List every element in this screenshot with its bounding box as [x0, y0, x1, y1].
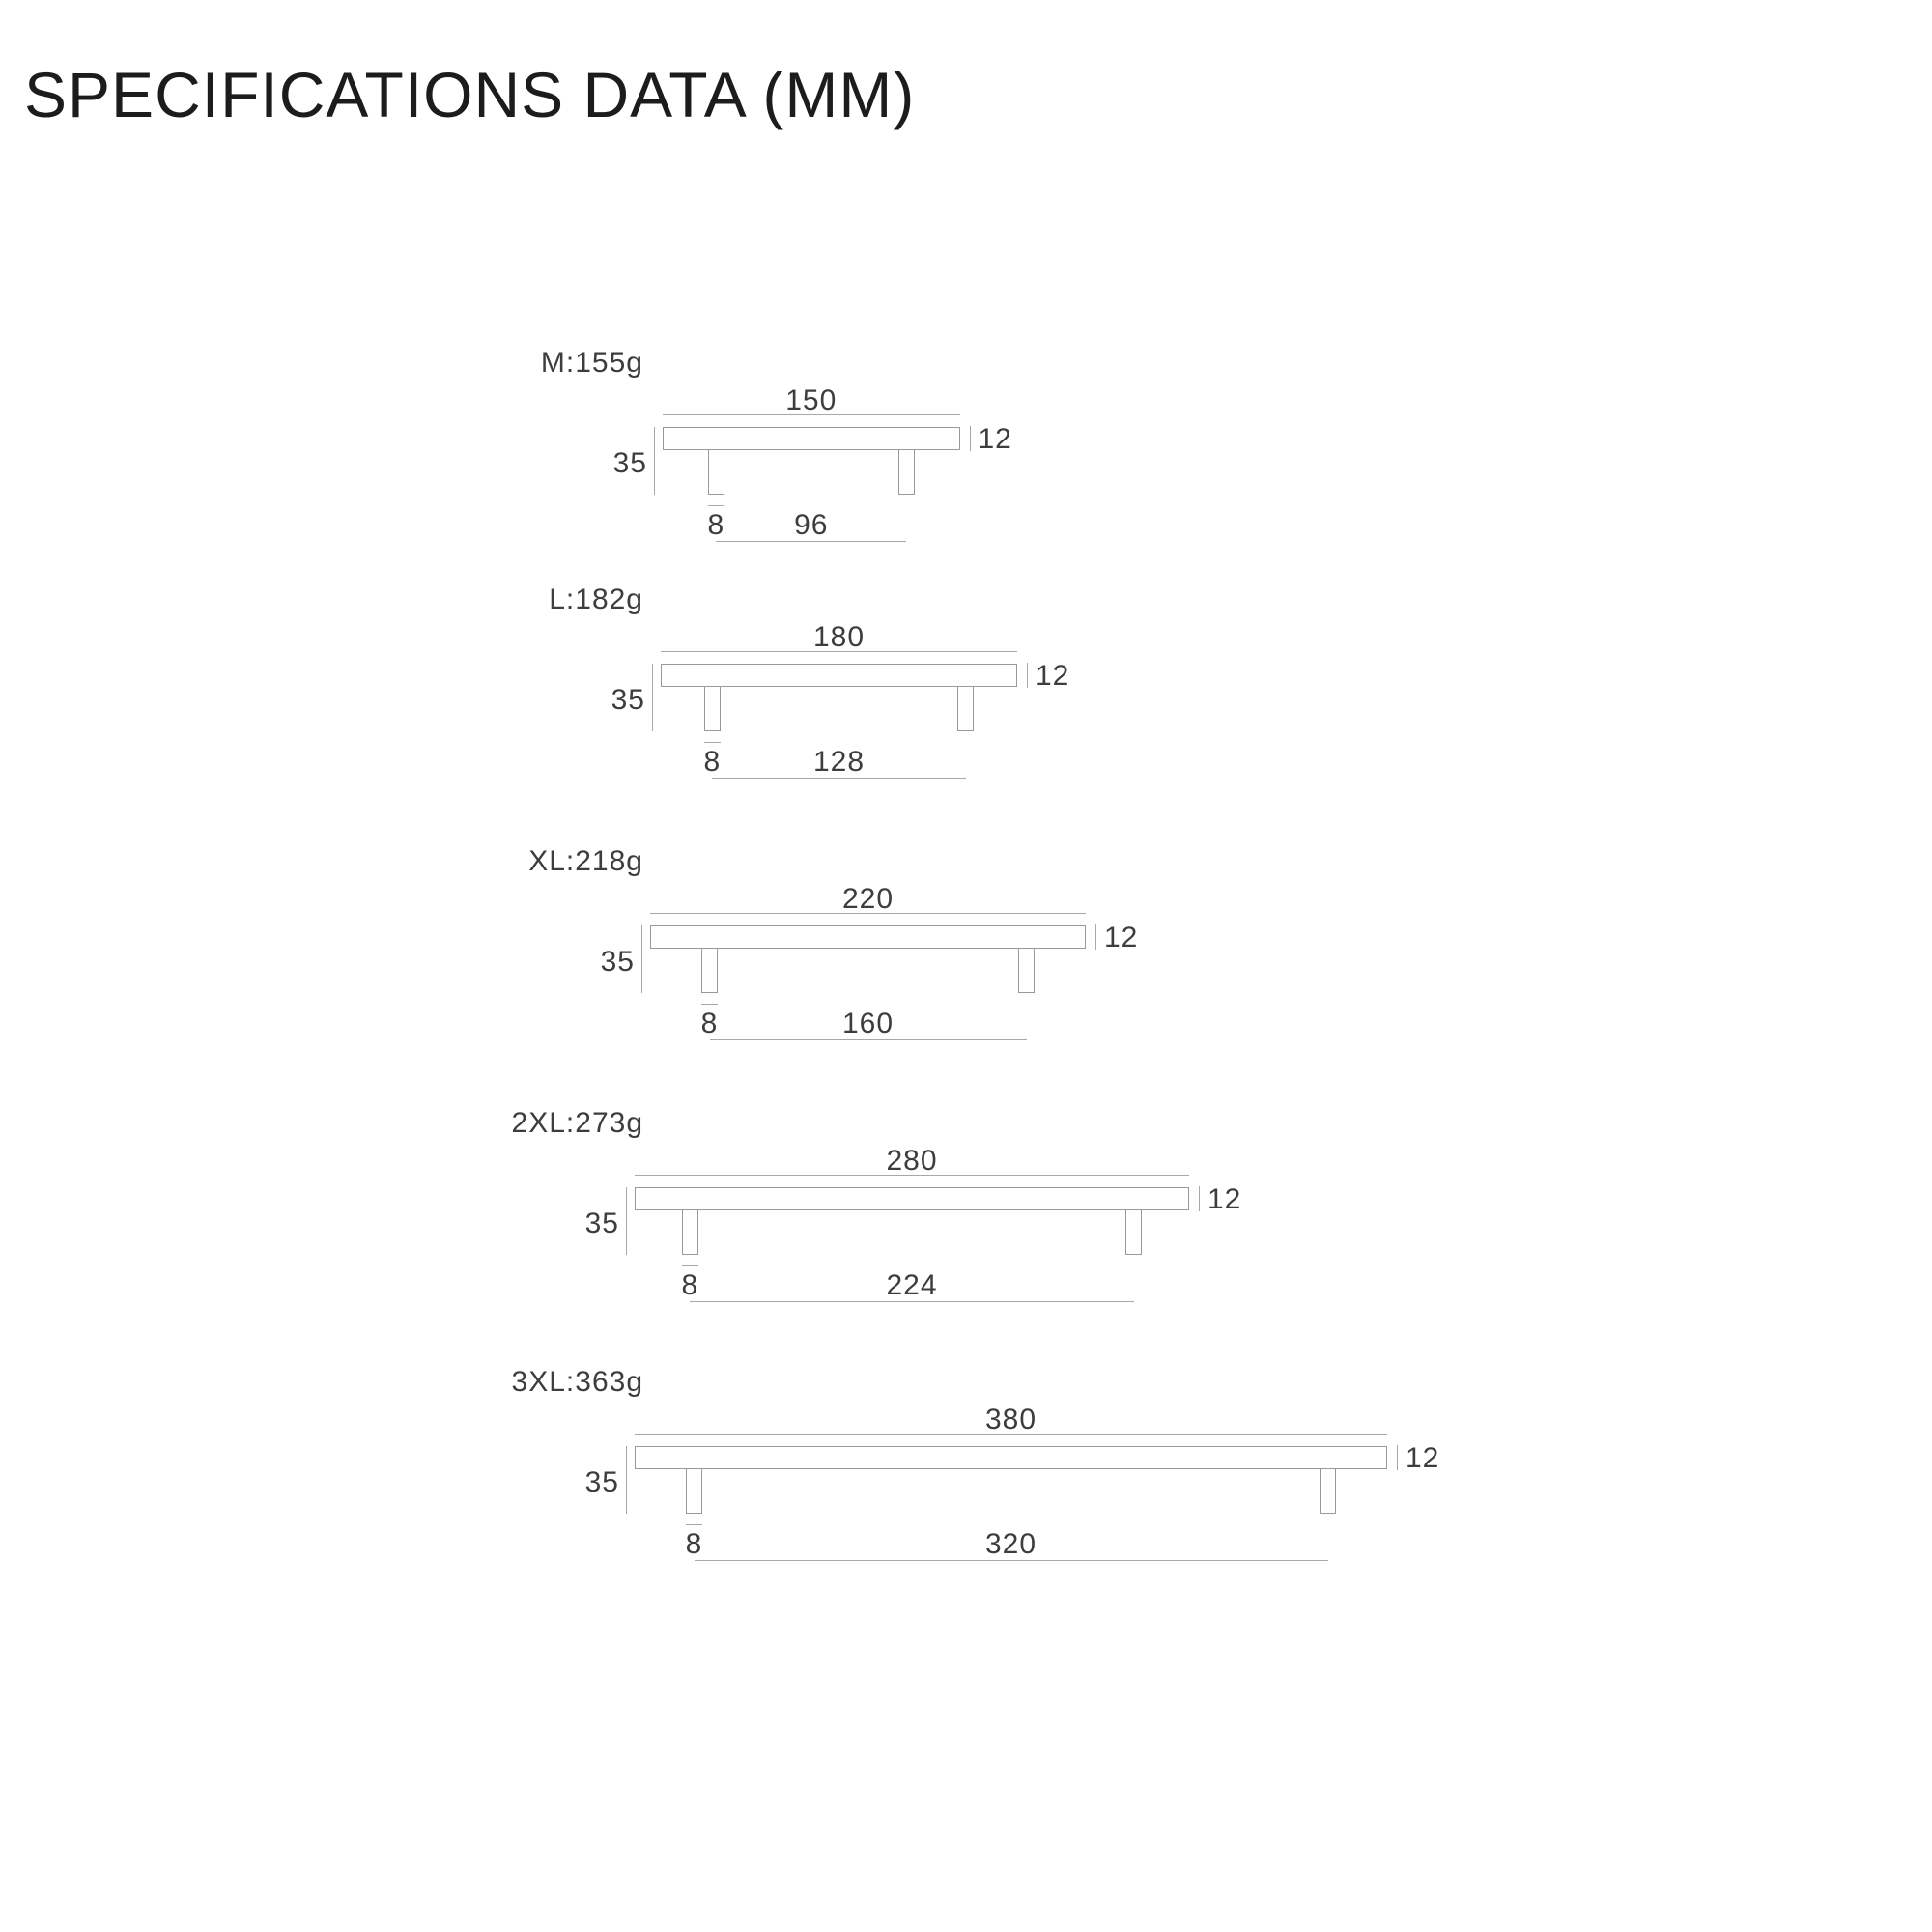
- length-dim-label: 220: [841, 883, 895, 915]
- left-screw-post: [681, 1210, 698, 1255]
- thickness-dim-label: 12: [1406, 1442, 1440, 1474]
- height-dim-label: 35: [584, 1208, 619, 1239]
- size-weight-label: L:182g: [549, 583, 643, 615]
- thickness-dim-tick: [1397, 1445, 1398, 1470]
- height-dim-line: [626, 1446, 627, 1514]
- hole-spacing-label: 320: [984, 1528, 1037, 1560]
- right-screw-post: [897, 450, 915, 495]
- length-dim-line: [635, 1175, 1189, 1176]
- left-screw-post: [707, 450, 724, 495]
- hole-spacing-label: 224: [886, 1269, 938, 1301]
- length-dim-line: [635, 1434, 1387, 1435]
- handle-bar-outline: [663, 427, 960, 450]
- height-dim-line: [652, 664, 653, 731]
- right-screw-post: [1320, 1469, 1336, 1514]
- size-weight-label: XL:218g: [528, 845, 643, 877]
- right-screw-post: [957, 687, 975, 731]
- handle-bar-outline: [661, 664, 1017, 687]
- length-dim-label: 180: [812, 621, 866, 653]
- screw-width-label: 8: [707, 509, 725, 541]
- height-dim-label: 35: [612, 447, 647, 479]
- handle-bar-outline: [635, 1187, 1189, 1210]
- thickness-dim-label: 12: [1208, 1183, 1242, 1215]
- height-dim-line: [654, 427, 655, 495]
- thickness-dim-tick: [1095, 924, 1096, 950]
- screw-width-label: 8: [700, 1008, 719, 1039]
- size-weight-label: 2XL:273g: [511, 1107, 643, 1139]
- left-screw-post: [703, 687, 721, 731]
- right-screw-post: [1125, 1210, 1143, 1255]
- screw-width-label: 8: [685, 1528, 703, 1560]
- thickness-dim-label: 12: [1104, 922, 1139, 953]
- page-title: SPECIFICATIONS DATA (MM): [24, 59, 916, 131]
- height-dim-label: 35: [584, 1466, 619, 1498]
- length-dim-line: [650, 913, 1086, 914]
- hole-spacing-dim-line: [716, 541, 907, 542]
- thickness-dim-tick: [969, 426, 971, 451]
- screw-width-label: 8: [703, 746, 722, 778]
- left-screw-post: [686, 1469, 702, 1514]
- thickness-dim-tick: [1027, 663, 1028, 688]
- hole-spacing-dim-line: [712, 778, 966, 779]
- screw-width-tick: [686, 1524, 702, 1525]
- length-dim-label: 150: [785, 384, 838, 416]
- hole-spacing-dim-line: [690, 1301, 1134, 1302]
- length-dim-label: 280: [886, 1145, 938, 1177]
- hole-spacing-label: 160: [841, 1008, 895, 1039]
- size-weight-label: M:155g: [540, 347, 643, 379]
- screw-width-tick: [681, 1265, 698, 1266]
- thickness-dim-tick: [1199, 1186, 1200, 1211]
- size-weight-label: 3XL:363g: [511, 1366, 643, 1398]
- right-screw-post: [1018, 949, 1035, 993]
- height-dim-line: [626, 1187, 627, 1255]
- thickness-dim-label: 12: [1036, 660, 1070, 692]
- length-dim-line: [661, 651, 1017, 652]
- thickness-dim-label: 12: [978, 423, 1012, 455]
- length-dim-line: [663, 414, 960, 415]
- height-dim-label: 35: [600, 946, 635, 978]
- screw-width-tick: [703, 742, 721, 743]
- hole-spacing-dim-line: [709, 1039, 1027, 1040]
- hole-spacing-dim-line: [694, 1560, 1328, 1561]
- length-dim-label: 380: [984, 1404, 1037, 1435]
- screw-width-tick: [707, 505, 724, 506]
- handle-bar-outline: [650, 925, 1086, 949]
- handle-bar-outline: [635, 1446, 1387, 1469]
- left-screw-post: [701, 949, 718, 993]
- hole-spacing-label: 128: [812, 746, 866, 778]
- screw-width-label: 8: [681, 1269, 699, 1301]
- height-dim-line: [641, 925, 642, 993]
- hole-spacing-label: 96: [794, 509, 829, 541]
- height-dim-label: 35: [611, 684, 645, 716]
- screw-width-tick: [701, 1004, 718, 1005]
